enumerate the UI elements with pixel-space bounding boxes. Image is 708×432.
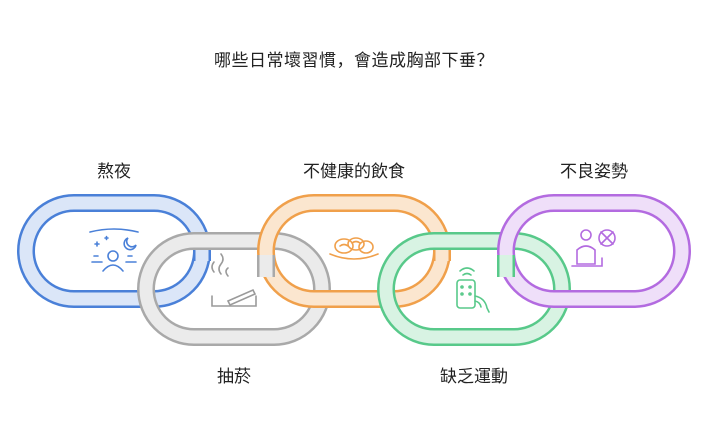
label-lack-of-exercise: 缺乏運動: [440, 367, 508, 387]
phone-remote-icon: [456, 267, 490, 313]
label-bad-posture: 不良姿勢: [560, 162, 628, 182]
fried-food-icon: [329, 237, 379, 260]
chain-link-lack-of-exercise: [377, 232, 571, 346]
chain-link-smoking: [137, 232, 331, 346]
cigarette-icon: [211, 253, 257, 307]
night-sleep-icon: [89, 228, 139, 272]
label-stay-up-late: 熬夜: [97, 162, 131, 182]
label-unhealthy-diet: 不健康的飲食: [303, 162, 405, 182]
label-smoking: 抽菸: [217, 367, 251, 387]
chain-link-bad-posture: [497, 194, 691, 308]
diagram-title: 哪些日常壞習慣，會造成胸部下垂？: [214, 51, 494, 71]
bad-posture-icon: [571, 229, 616, 267]
